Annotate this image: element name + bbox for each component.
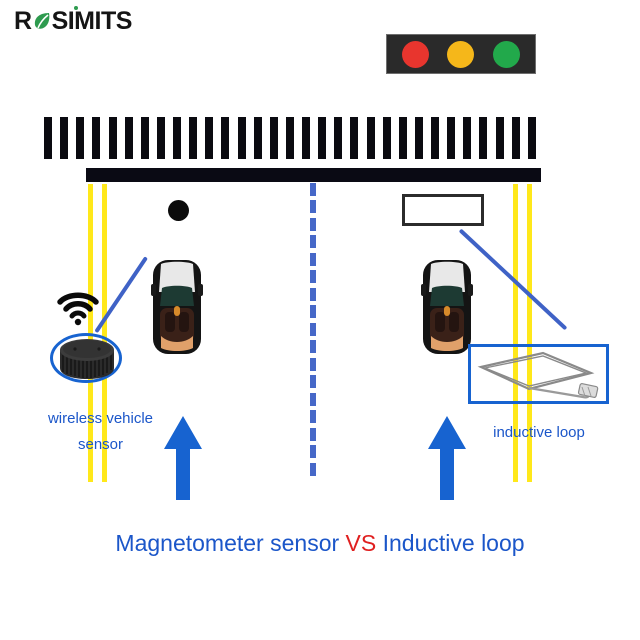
crosswalk-stripe	[140, 117, 149, 159]
center-line-dash	[310, 462, 316, 476]
traffic-light-green-lamp	[492, 40, 520, 68]
right-direction-arrow	[428, 416, 466, 500]
crosswalk-stripe	[366, 117, 375, 159]
crosswalk-stripe	[463, 117, 472, 159]
magnetometer-puck	[58, 338, 116, 380]
crosswalk-stripes	[44, 117, 544, 159]
stop-bar	[86, 168, 541, 182]
leaf-icon	[32, 10, 52, 32]
crosswalk-stripe	[302, 117, 311, 159]
crosswalk-stripe	[221, 117, 230, 159]
crosswalk-stripe	[334, 117, 343, 159]
caption-right-text: Inductive loop	[376, 530, 525, 556]
center-line-dash	[310, 200, 316, 214]
crosswalk-stripe	[527, 117, 536, 159]
center-line-dash	[310, 427, 316, 441]
crosswalk-stripe	[124, 117, 133, 159]
center-line-dash	[310, 392, 316, 406]
crosswalk-stripe	[44, 117, 52, 159]
center-line-dash	[310, 322, 316, 336]
crosswalk-stripe	[253, 117, 262, 159]
center-line-dash	[310, 235, 316, 249]
crosswalk-stripe	[173, 117, 182, 159]
crosswalk-stripe	[108, 117, 117, 159]
wireless-vehicle-sensor	[44, 288, 144, 388]
crosswalk-stripe	[479, 117, 488, 159]
crosswalk-stripe	[269, 117, 278, 159]
vehicle-left	[151, 258, 203, 356]
crosswalk-stripe	[511, 117, 520, 159]
wireless-sensor-label: wireless vehicle sensor	[18, 406, 183, 458]
caption-vs-text: VS	[345, 530, 377, 556]
center-line-dash	[310, 287, 316, 301]
crosswalk-stripe	[237, 117, 246, 159]
brand-logo-i-dot	[74, 6, 78, 10]
brand-logo-letters-simits: SIMITS	[51, 6, 133, 35]
traffic-light-amber-lamp	[447, 40, 475, 68]
crosswalk-stripe	[447, 117, 456, 159]
roadside-marker-dot	[168, 200, 189, 221]
crosswalk-stripe	[92, 117, 101, 159]
traffic-light-red-lamp	[402, 40, 430, 68]
traffic-light	[386, 34, 536, 74]
sensor-highlight-ring	[50, 333, 122, 383]
lane-line-right-inner	[513, 184, 518, 482]
diagram-caption: Magnetometer sensor VS Inductive loop	[0, 530, 640, 557]
center-line-dash	[310, 357, 316, 371]
center-line-dash	[310, 445, 316, 459]
center-line-dash	[310, 375, 316, 389]
brand-logo-letter-r: R	[14, 6, 32, 35]
inductive-loop-wire	[471, 347, 612, 407]
controller-cabinet-box	[402, 194, 484, 226]
wireless-sensor-label-line1: wireless vehicle	[47, 410, 154, 427]
crosswalk-stripe	[76, 117, 85, 159]
crosswalk-stripe	[60, 117, 69, 159]
wifi-icon	[56, 288, 100, 326]
crosswalk-stripe	[189, 117, 198, 159]
caption-left-text: Magnetometer sensor	[115, 530, 346, 556]
center-line-dash	[310, 305, 316, 319]
crosswalk-stripe	[382, 117, 391, 159]
crosswalk-stripe	[285, 117, 294, 159]
wireless-sensor-label-line2: sensor	[77, 436, 124, 453]
vehicle-right	[421, 258, 473, 356]
center-line-dash	[310, 270, 316, 284]
inductive-loop-label: inductive loop	[493, 424, 585, 441]
brand-logo: R SIMITS	[14, 6, 132, 36]
crosswalk-stripe	[318, 117, 327, 159]
center-line-dash	[310, 217, 316, 231]
crosswalk-stripe	[495, 117, 504, 159]
left-direction-arrow	[164, 416, 202, 500]
crosswalk-stripe	[431, 117, 440, 159]
crosswalk-stripe	[398, 117, 407, 159]
crosswalk-stripe	[205, 117, 214, 159]
lane-line-left-inner	[102, 184, 107, 482]
center-line-dash	[310, 183, 316, 196]
center-line-dash	[310, 340, 316, 354]
crosswalk-stripe	[350, 117, 359, 159]
crosswalk-stripe	[156, 117, 165, 159]
center-line-dash	[310, 252, 316, 266]
lane-line-right-outer	[527, 184, 532, 482]
center-dashed-line	[310, 183, 316, 480]
center-line-dash	[310, 410, 316, 424]
crosswalk-stripe	[414, 117, 423, 159]
inductive-loop-panel	[468, 344, 609, 404]
